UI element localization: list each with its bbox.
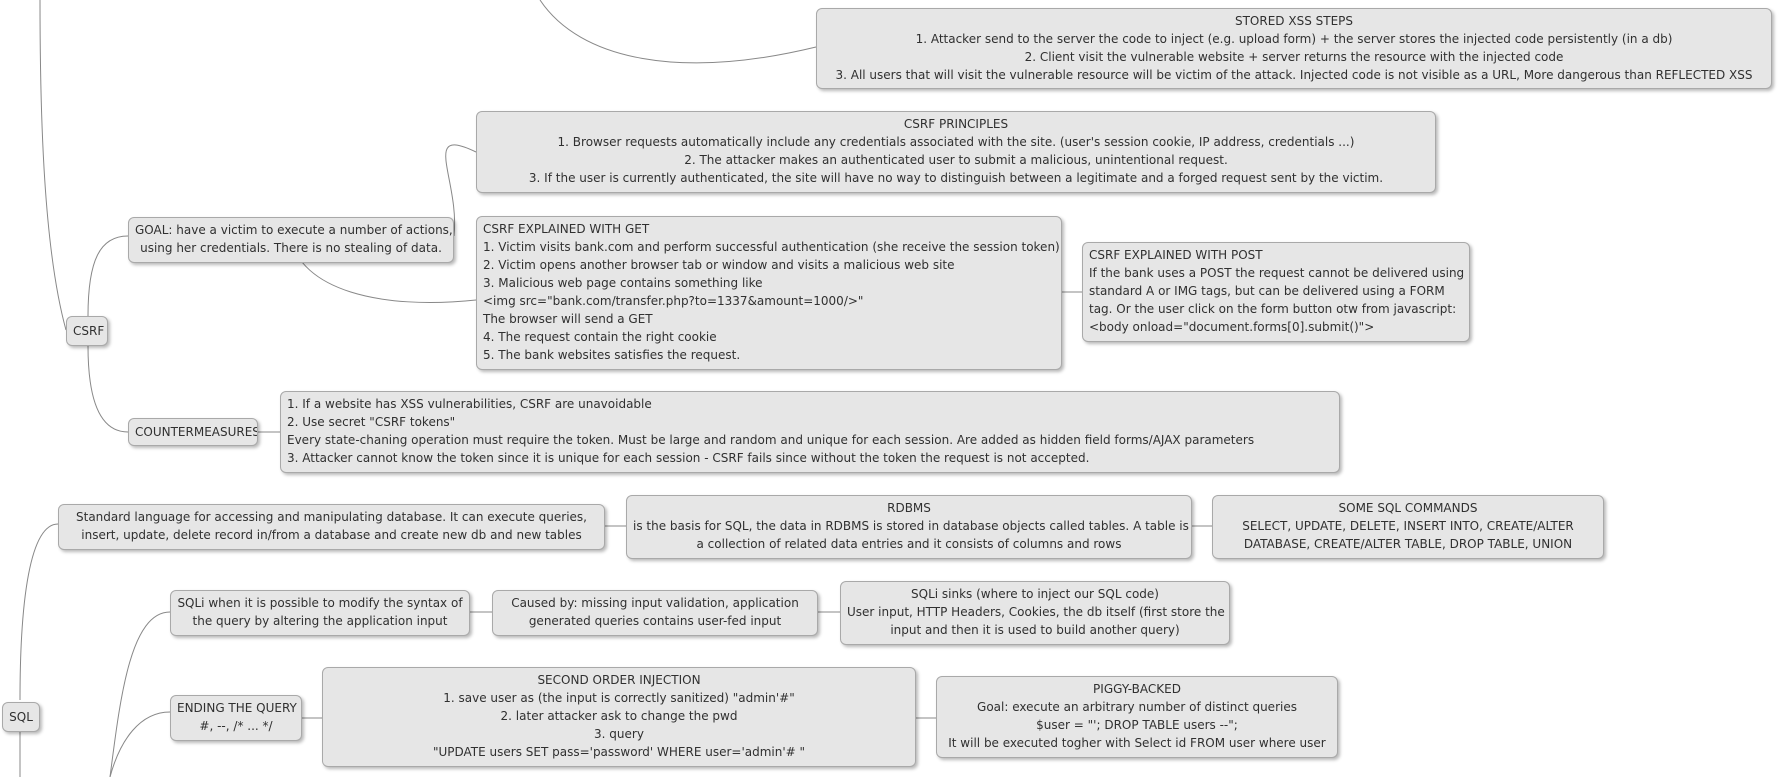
node-line: User input, HTTP Headers, Cookies, the d… [847,605,1225,619]
node-title: SOME SQL COMMANDS [1338,501,1478,515]
node-line: Goal: execute an arbitrary number of dis… [977,700,1297,714]
node-line: 2. Client visit the vulnerable website +… [1024,50,1564,64]
ending-query-node[interactable]: ENDING THE QUERY #, --, /* ... */ [170,695,302,741]
node-line: It will be executed togher with Select i… [948,736,1326,750]
node-line: generated queries contains user-fed inpu… [528,614,782,628]
node-line: 2. Use secret "CSRF tokens" [287,415,456,429]
node-line: SQLi when it is possible to modify the s… [177,596,463,610]
node-title: CSRF EXPLAINED WITH POST [1089,248,1263,262]
node-line: is the basis for SQL, the data in RDBMS … [633,519,1189,533]
node-line: $user = "'; DROP TABLE users --"; [1036,718,1238,732]
node-line: 3. If the user is currently authenticate… [528,171,1384,185]
piggy-backed-node[interactable]: PIGGY-BACKED Goal: execute an arbitrary … [936,676,1338,758]
topic-csrf[interactable]: CSRF [66,316,108,346]
caused-by-node[interactable]: Caused by: missing input validation, app… [492,590,818,636]
node-line: the query by altering the application in… [192,614,448,628]
topic-label: CSRF [73,324,105,338]
connector-csrf-countermeasures [87,345,129,433]
sqli-definition-node[interactable]: SQLi when it is possible to modify the s… [170,590,470,636]
node-line: using her credentials. There is no steal… [140,241,442,255]
node-line: 3. Malicious web page contains something… [483,276,763,290]
countermeasures-node[interactable]: COUNTERMEASURES [128,418,258,446]
node-line: If the bank uses a POST the request cann… [1089,266,1465,280]
node-line: <img src="bank.com/transfer.php?to=1337&… [483,294,864,308]
node-title: CSRF EXPLAINED WITH GET [483,222,650,236]
node-line: 5. The bank websites satisfies the reque… [483,348,741,362]
node-line: Standard language for accessing and mani… [76,510,587,524]
second-order-injection-node[interactable]: SECOND ORDER INJECTION 1. save user as (… [322,667,916,767]
countermeasures-detail-node[interactable]: 1. If a website has XSS vulnerabilities,… [280,391,1340,473]
node-line: 2. later attacker ask to change the pwd [500,709,738,723]
node-line: 1. save user as (the input is correctly … [443,691,795,705]
node-title: PIGGY-BACKED [1093,682,1181,696]
node-line: #, --, /* ... */ [199,719,273,733]
node-line: 2. The attacker makes an authenticated u… [684,153,1228,167]
node-line: 1. If a website has XSS vulnerabilities,… [287,397,652,411]
node-line: 1. Browser requests automatically includ… [557,135,1355,149]
connector-sql-ending [109,711,171,777]
topic-label: SQL [9,710,33,724]
node-line: SELECT, UPDATE, DELETE, INSERT INTO, CRE… [1242,519,1574,533]
node-line: standard A or IMG tags, but can be deliv… [1089,284,1445,298]
node-title: ENDING THE QUERY [177,701,297,715]
csrf-principles-node[interactable]: CSRF PRINCIPLES 1. Browser requests auto… [476,111,1436,193]
node-line: insert, update, delete record in/from a … [81,528,582,542]
connector-sql-sqli [109,611,171,777]
node-title: RDBMS [887,501,931,515]
node-line: The browser will send a GET [483,312,653,326]
connector-sql-standard [19,523,59,701]
connector-stored-xss [539,0,817,64]
node-line: a collection of related data entries and… [696,537,1122,551]
sql-standard-node[interactable]: Standard language for accessing and mani… [58,504,605,550]
node-line: 3. Attacker cannot know the token since … [287,451,1090,465]
rdbms-node[interactable]: RDBMS is the basis for SQL, the data in … [626,495,1192,559]
node-line: 2. Victim opens another browser tab or w… [483,258,955,272]
node-line: tag. Or the user click on the form butto… [1089,302,1457,316]
csrf-get-node[interactable]: CSRF EXPLAINED WITH GET 1. Victim visits… [476,216,1062,370]
node-line: 3. query [594,727,644,741]
node-line: Every state-chaning operation must requi… [287,433,1255,447]
node-title: CSRF PRINCIPLES [903,117,1009,131]
node-line: 1. Victim visits bank.com and perform su… [483,240,1060,254]
node-line: 3. All users that will visit the vulnera… [835,68,1753,82]
csrf-post-node[interactable]: CSRF EXPLAINED WITH POST If the bank use… [1082,242,1470,342]
node-line: 1. Attacker send to the server the code … [915,32,1673,46]
stored-xss-steps-node[interactable]: STORED XSS STEPS 1. Attacker send to the… [816,8,1772,89]
node-title: STORED XSS STEPS [1234,14,1354,28]
node-line: GOAL: have a victim to execute a number … [135,223,453,237]
connector-trunk-csrf [39,0,67,331]
node-title: SECOND ORDER INJECTION [537,673,701,687]
node-line: "UPDATE users SET pass='password' WHERE … [432,745,806,759]
csrf-goal-node[interactable]: GOAL: have a victim to execute a number … [128,217,454,263]
sqli-sinks-node[interactable]: SQLi sinks (where to inject our SQL code… [840,581,1230,645]
connector-csrf-goal [87,235,129,317]
sql-commands-node[interactable]: SOME SQL COMMANDS SELECT, UPDATE, DELETE… [1212,495,1604,559]
node-title: SQLi sinks (where to inject our SQL code… [911,587,1159,601]
node-line: input and then it is used to build anoth… [890,623,1180,637]
node-label: COUNTERMEASURES [135,425,258,439]
node-line: <body onload="document.forms[0].submit()… [1089,320,1375,334]
node-line: 4. The request contain the right cookie [483,330,717,344]
topic-sql[interactable]: SQL [2,702,40,732]
node-line: DATABASE, CREATE/ALTER TABLE, DROP TABLE… [1243,537,1573,551]
node-line: Caused by: missing input validation, app… [511,596,799,610]
